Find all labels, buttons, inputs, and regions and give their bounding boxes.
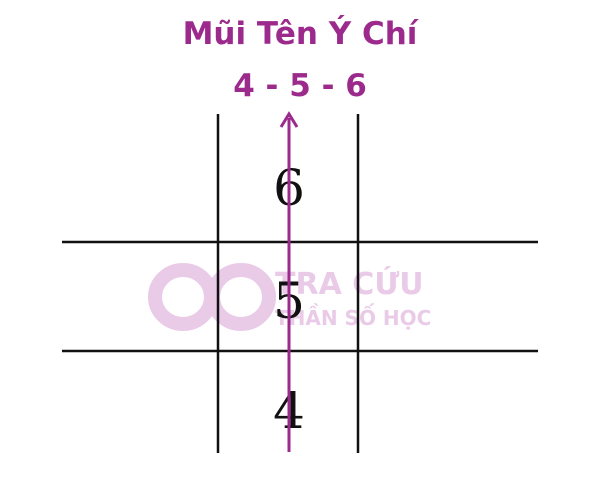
diagram-subtitle: 4 - 5 - 6 — [233, 68, 367, 104]
watermark-line2: THẦN SỐ HỌC — [275, 304, 431, 330]
diagram-title: Mũi Tên Ý Chí — [182, 16, 418, 52]
grid-lines — [62, 114, 538, 453]
watermark: TRA CỨU THẦN SỐ HỌC — [148, 263, 431, 331]
infinity-icon — [148, 263, 276, 331]
arrow-up-icon — [279, 111, 299, 452]
watermark-line1: TRA CỨU — [275, 265, 424, 302]
